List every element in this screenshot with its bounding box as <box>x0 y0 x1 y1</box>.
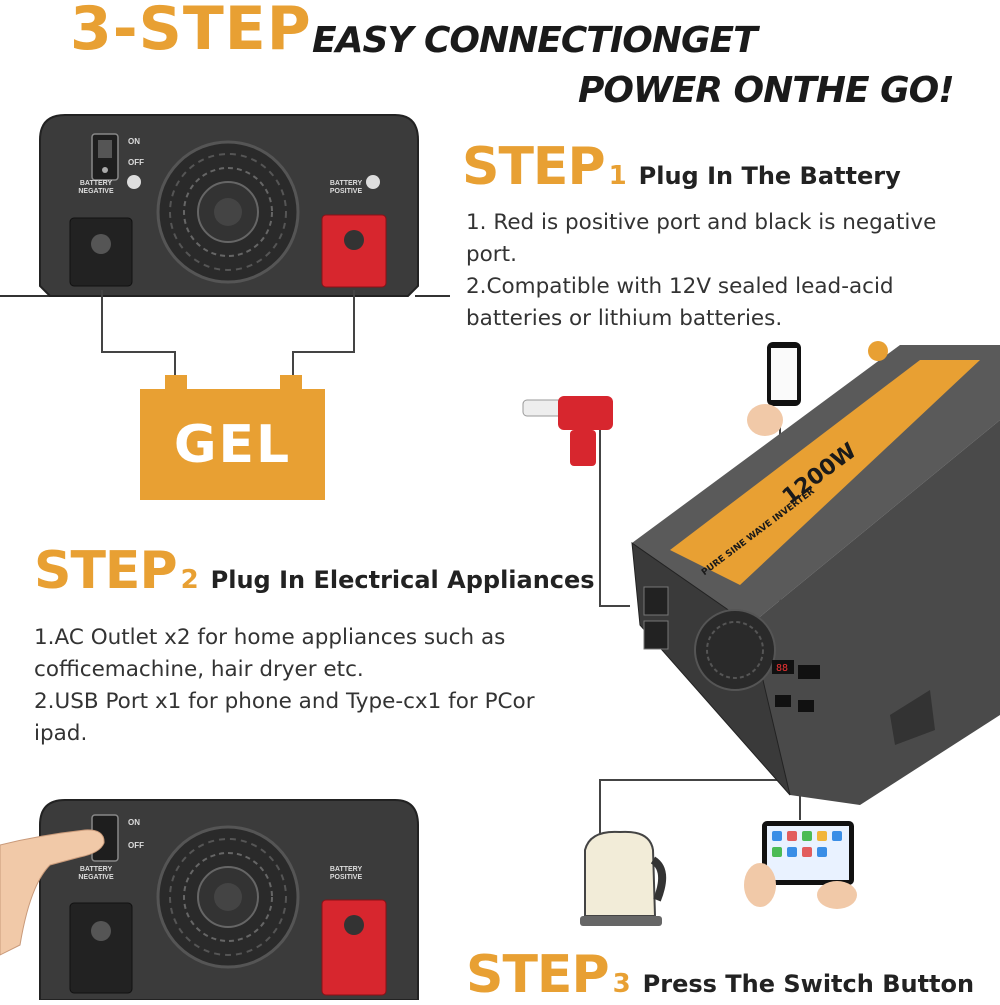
panel-negative-label-bottom: BATTERY NEGATIVE <box>78 866 114 881</box>
step3-number: 3 <box>612 969 631 999</box>
svg-text:88: 88 <box>776 663 788 674</box>
step1-line: port. <box>466 242 517 267</box>
kettle-icon <box>580 830 667 926</box>
panel-positive-label: BATTERY POSITIVE <box>329 180 363 195</box>
gel-battery: GEL <box>140 375 325 500</box>
step2-number: 2 <box>180 565 199 595</box>
header-tagline-line1: EASY CONNECTIONGET <box>312 20 758 61</box>
panel-positive-label-bottom: BATTERY POSITIVE <box>329 866 363 881</box>
panel-negative-label: BATTERY NEGATIVE <box>78 180 114 195</box>
inverter-back-panel-top <box>0 114 450 297</box>
step3-word: STEP <box>466 945 610 1005</box>
step1-line: 2.Compatible with 12V sealed lead-acid <box>466 274 894 299</box>
step1-description: 1. Red is positive port and black is neg… <box>466 207 936 335</box>
panel-on-label-bottom: ON <box>128 818 140 827</box>
step2-heading: STEP 2 Plug In Electrical Appliances <box>34 541 595 601</box>
smartphone-icon <box>747 342 801 436</box>
hammer-drill-icon <box>522 396 613 466</box>
panel-off-label: OFF <box>128 158 144 167</box>
step2-description: 1.AC Outlet x2 for home appliances such … <box>34 622 535 750</box>
step2-line: ipad. <box>34 721 88 746</box>
inverter-unit-image: 88 <box>631 341 1000 805</box>
header-title: 3-STEP <box>70 0 312 64</box>
step1-title: Plug In The Battery <box>638 162 901 190</box>
step3-heading: STEP 3 Press The Switch Button <box>466 945 974 1005</box>
step1-number: 1 <box>608 161 627 191</box>
header-tagline-line2: POWER ONTHE GO! <box>578 70 955 111</box>
battery-label: GEL <box>173 414 292 475</box>
tablet-icon <box>744 821 857 909</box>
inverter-back-panel-bottom <box>0 799 419 1000</box>
step2-title: Plug In Electrical Appliances <box>210 566 595 594</box>
step2-line: 2.USB Port x1 for phone and Type-cx1 for… <box>34 689 535 714</box>
panel-off-label-bottom: OFF <box>128 841 144 850</box>
step1-line: 1. Red is positive port and black is neg… <box>466 210 937 235</box>
step1-word: STEP <box>462 137 606 197</box>
step1-line: batteries or lithium batteries. <box>466 306 783 331</box>
step3-title: Press The Switch Button <box>642 970 975 998</box>
step2-word: STEP <box>34 541 178 601</box>
step1-heading: STEP 1 Plug In The Battery <box>462 137 901 197</box>
panel-on-label: ON <box>128 137 140 146</box>
step2-line: 1.AC Outlet x2 for home appliances such … <box>34 625 506 650</box>
step2-line: cofficemachine, hair dryer etc. <box>34 657 364 682</box>
